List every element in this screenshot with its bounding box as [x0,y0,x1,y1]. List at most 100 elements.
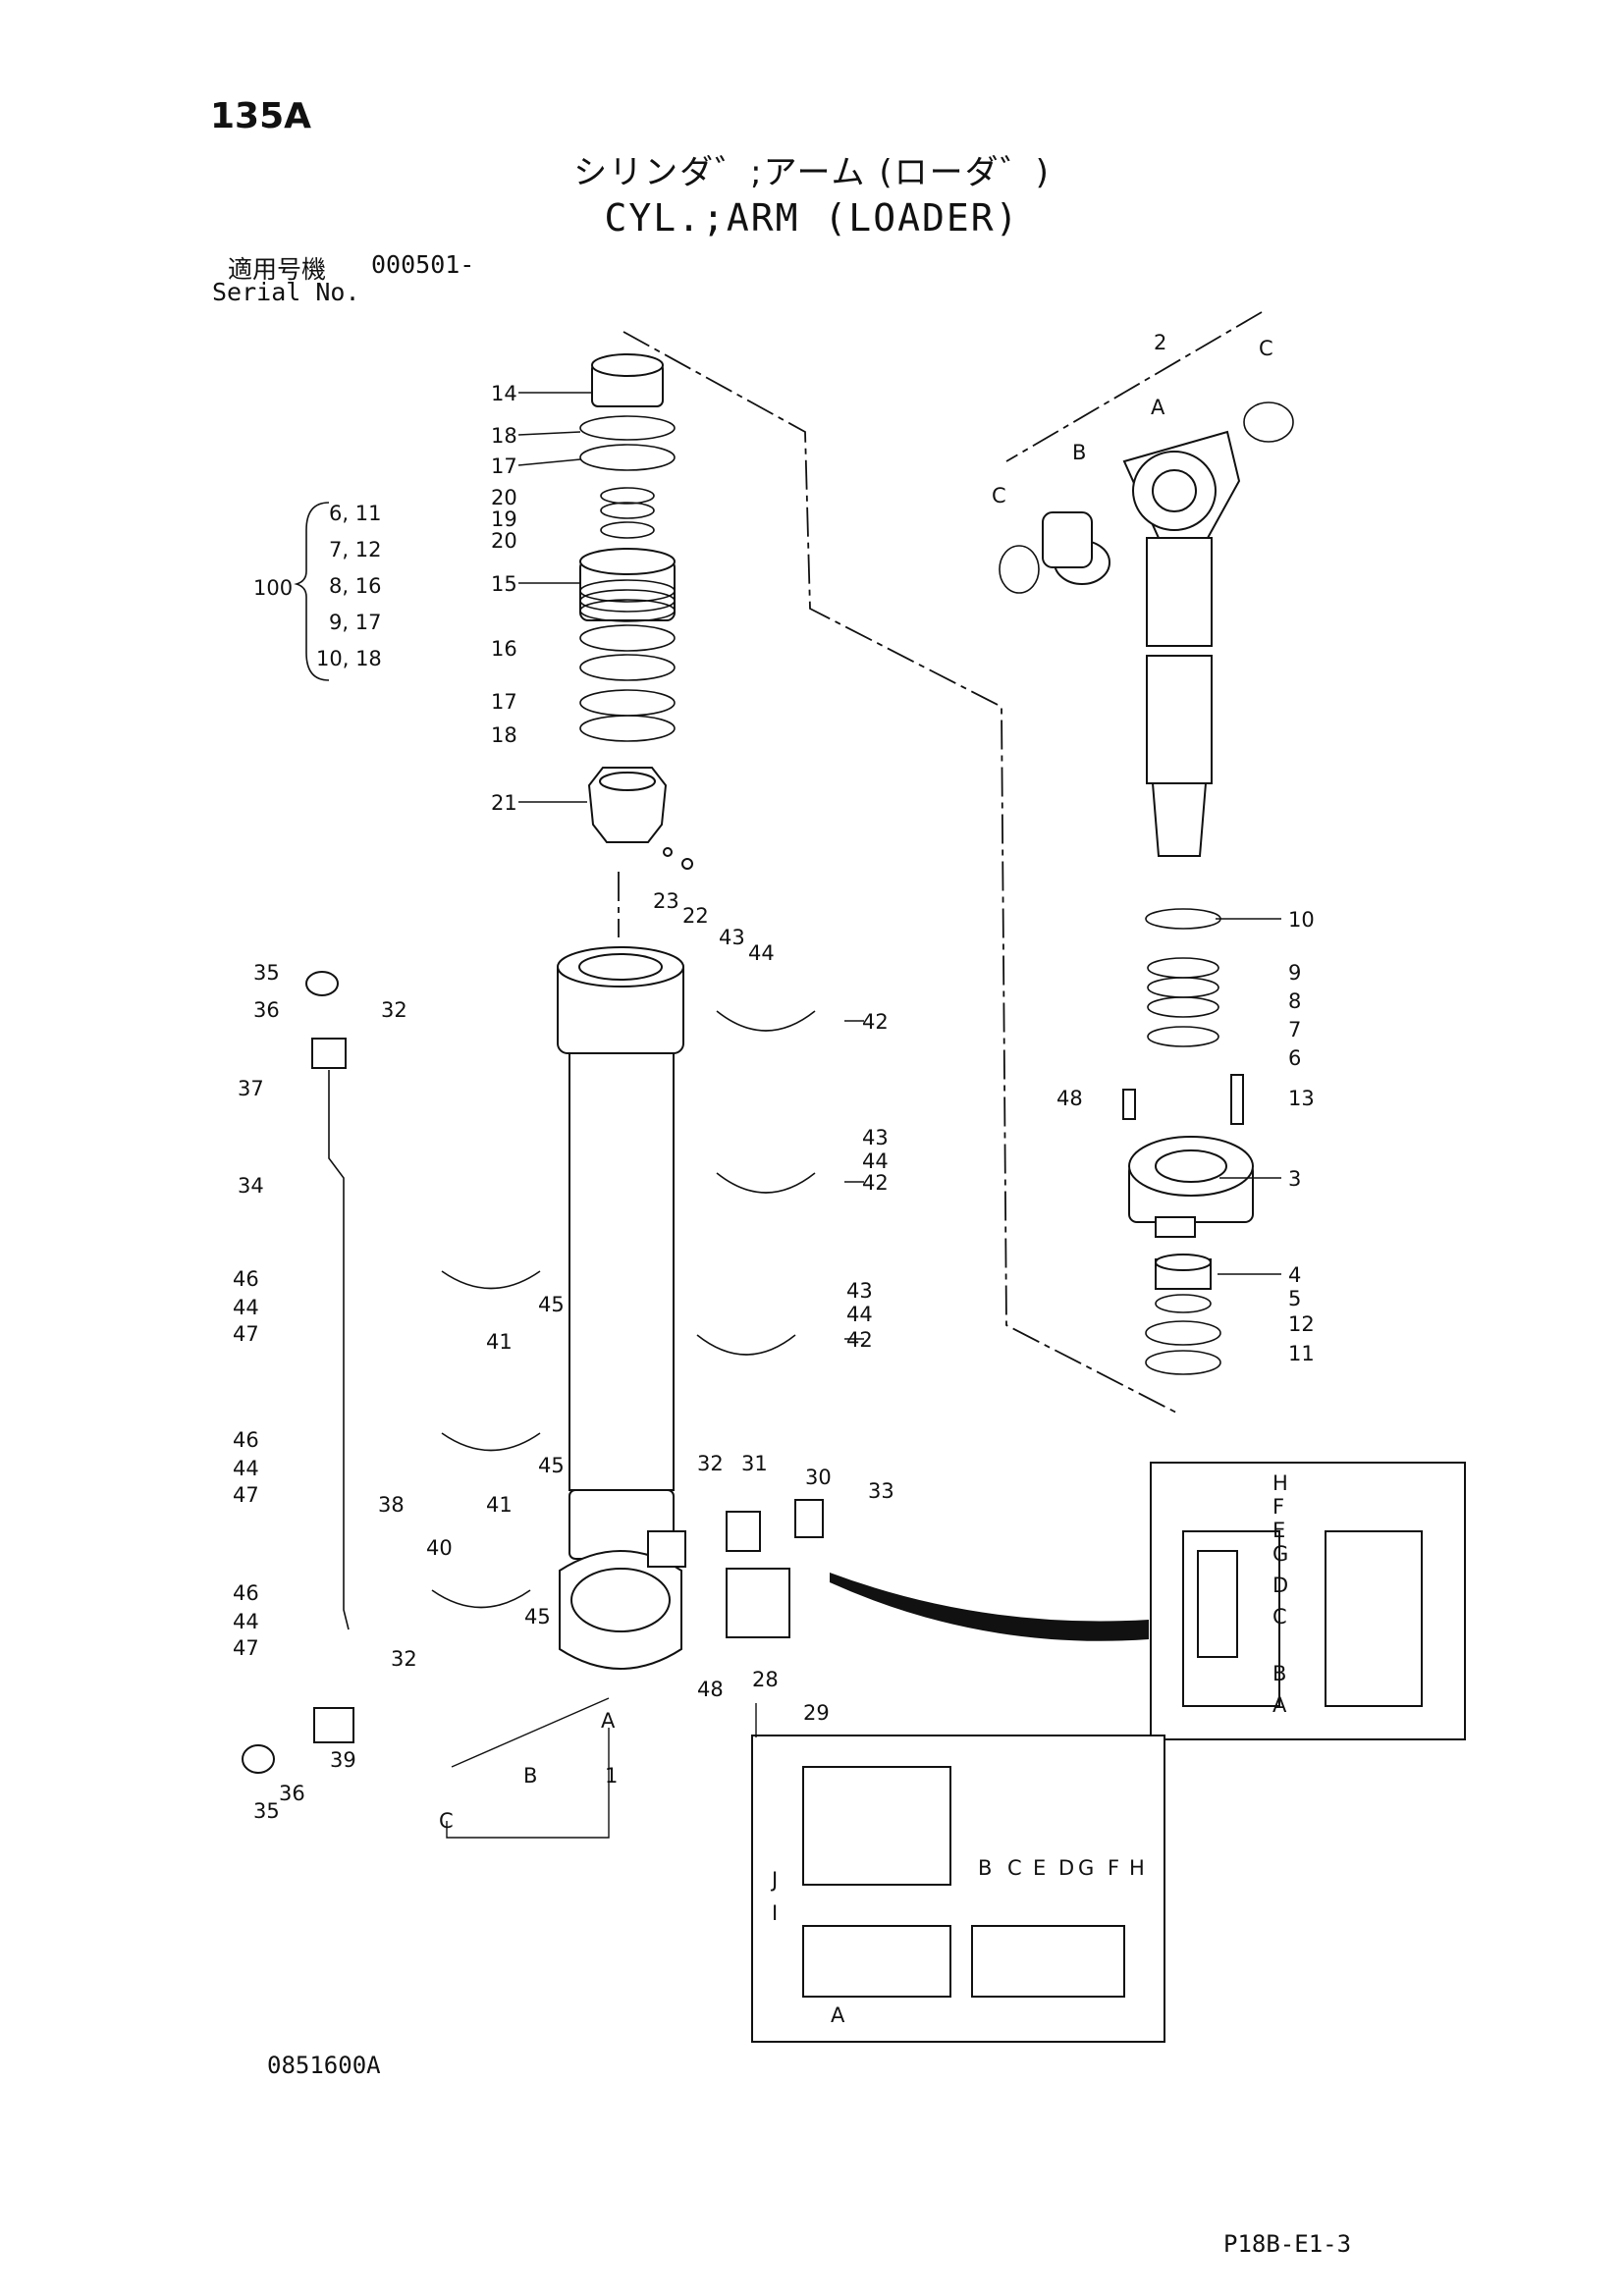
detail-label-f: F [1272,1495,1284,1519]
callout-46: 46 [233,1428,259,1452]
detail-label-a: A [831,2003,845,2027]
callout-labels: 14 18 17 20 19 20 15 16 17 18 21 23 22 2… [233,331,1315,1833]
detail-label-j: J [770,1868,778,1892]
title-english: CYL.;ARM (LOADER) [604,196,1020,240]
callout-18: 18 [491,424,517,448]
page-number: 135A [210,96,312,136]
pipe-and-fittings [242,971,824,1774]
callout-37: 37 [238,1077,264,1100]
serial-label-japanese: 適用号機 [228,255,327,284]
callout-30: 30 [805,1466,832,1489]
callout-3: 3 [1288,1167,1301,1191]
callout-14: 14 [491,382,517,405]
callout-20: 20 [491,529,517,553]
cylinder-tube [557,946,686,1670]
callout-45: 45 [538,1293,565,1316]
kit-line-4: 9, 17 [329,611,381,634]
callout-18: 18 [491,723,517,747]
callout-45: 45 [538,1454,565,1477]
callout-17: 17 [491,690,517,714]
detail-label-b: B [978,1856,992,1880]
detail-label-f: F [1108,1856,1119,1880]
callout-43: 43 [846,1279,873,1303]
callout-43: 43 [719,926,745,949]
callout-11: 11 [1288,1342,1315,1365]
callout-32: 32 [381,998,407,1022]
drawing-number: 0851600A [267,2052,381,2079]
callout-44: 44 [233,1457,259,1480]
assembly-dashed-lines [618,311,1263,1415]
callout-4: 4 [1288,1263,1301,1287]
callout-43: 43 [862,1126,889,1149]
callout-19: 19 [491,507,517,531]
detail-label-e: E [1272,1519,1285,1542]
callout-b: B [1072,441,1086,464]
callout-44: 44 [748,941,775,965]
callout-8: 8 [1288,989,1301,1013]
callout-42: 42 [862,1010,889,1034]
callout-44: 44 [862,1149,889,1173]
kit-brace [294,502,330,681]
callout-44: 44 [233,1610,259,1633]
detail-label-c: C [1007,1856,1022,1880]
callout-35: 35 [253,1799,280,1823]
detail-box-bottom [751,1703,1165,2043]
page-code: P18B-E1-3 [1223,2230,1352,2258]
callout-31: 31 [741,1452,768,1475]
callout-42: 42 [846,1328,873,1352]
callout-c: C [992,484,1006,507]
callout-44: 44 [846,1303,873,1326]
title-japanese: シリンダ゛;アーム (ローダ゛) [573,153,1051,192]
callout-34: 34 [238,1174,264,1198]
callout-22: 22 [682,904,709,928]
callout-21: 21 [491,791,517,815]
callout-16: 16 [491,637,517,661]
detail-label-a: A [1272,1693,1287,1717]
callout-c: C [439,1809,454,1833]
leader-lines [446,392,1281,1839]
kit-line-3: 8, 16 [329,574,381,598]
detail-box-right [830,1462,1466,1740]
callout-b: B [523,1764,537,1788]
piston-rod [999,401,1294,857]
detail-bottom-labels: B C E D G F H J I A [770,1856,1145,2027]
gland-seal-stack [579,353,693,870]
kit-line-1: 6, 11 [329,502,381,525]
serial-value: 000501- [371,250,475,279]
callout-28: 28 [752,1668,779,1691]
rod-side-parts [1122,908,1254,1375]
callout-35: 35 [253,961,280,985]
callout-10: 10 [1288,908,1315,932]
band-clamps [431,1010,816,1609]
callout-15: 15 [491,572,517,596]
detail-label-c: C [1272,1605,1287,1629]
callout-5: 5 [1288,1287,1301,1310]
callout-13: 13 [1288,1087,1315,1110]
detail-label-d: D [1272,1574,1288,1597]
detail-label-g: G [1078,1856,1094,1880]
detail-label-d: D [1058,1856,1074,1880]
callout-39: 39 [330,1748,356,1772]
callout-1: 1 [605,1764,618,1788]
kit-line-2: 7, 12 [329,538,381,561]
detail-right-labels: H F E G D C B A [1272,1471,1288,1717]
callout-46: 46 [233,1267,259,1291]
callout-47: 47 [233,1636,259,1660]
callout-32: 32 [697,1452,724,1475]
callout-20: 20 [491,486,517,509]
callout-38: 38 [378,1493,405,1517]
callout-45: 45 [524,1605,551,1629]
callout-a: A [1151,396,1165,419]
callout-17: 17 [491,454,517,478]
callout-41: 41 [486,1330,513,1354]
callout-36: 36 [279,1782,305,1805]
callout-33: 33 [868,1479,894,1503]
detail-label-g: G [1272,1542,1288,1566]
callout-32: 32 [391,1647,417,1671]
detail-label-e: E [1033,1856,1046,1880]
callout-a: A [601,1709,616,1733]
callout-48: 48 [697,1678,724,1701]
callout-46: 46 [233,1581,259,1605]
callout-2: 2 [1154,331,1166,354]
